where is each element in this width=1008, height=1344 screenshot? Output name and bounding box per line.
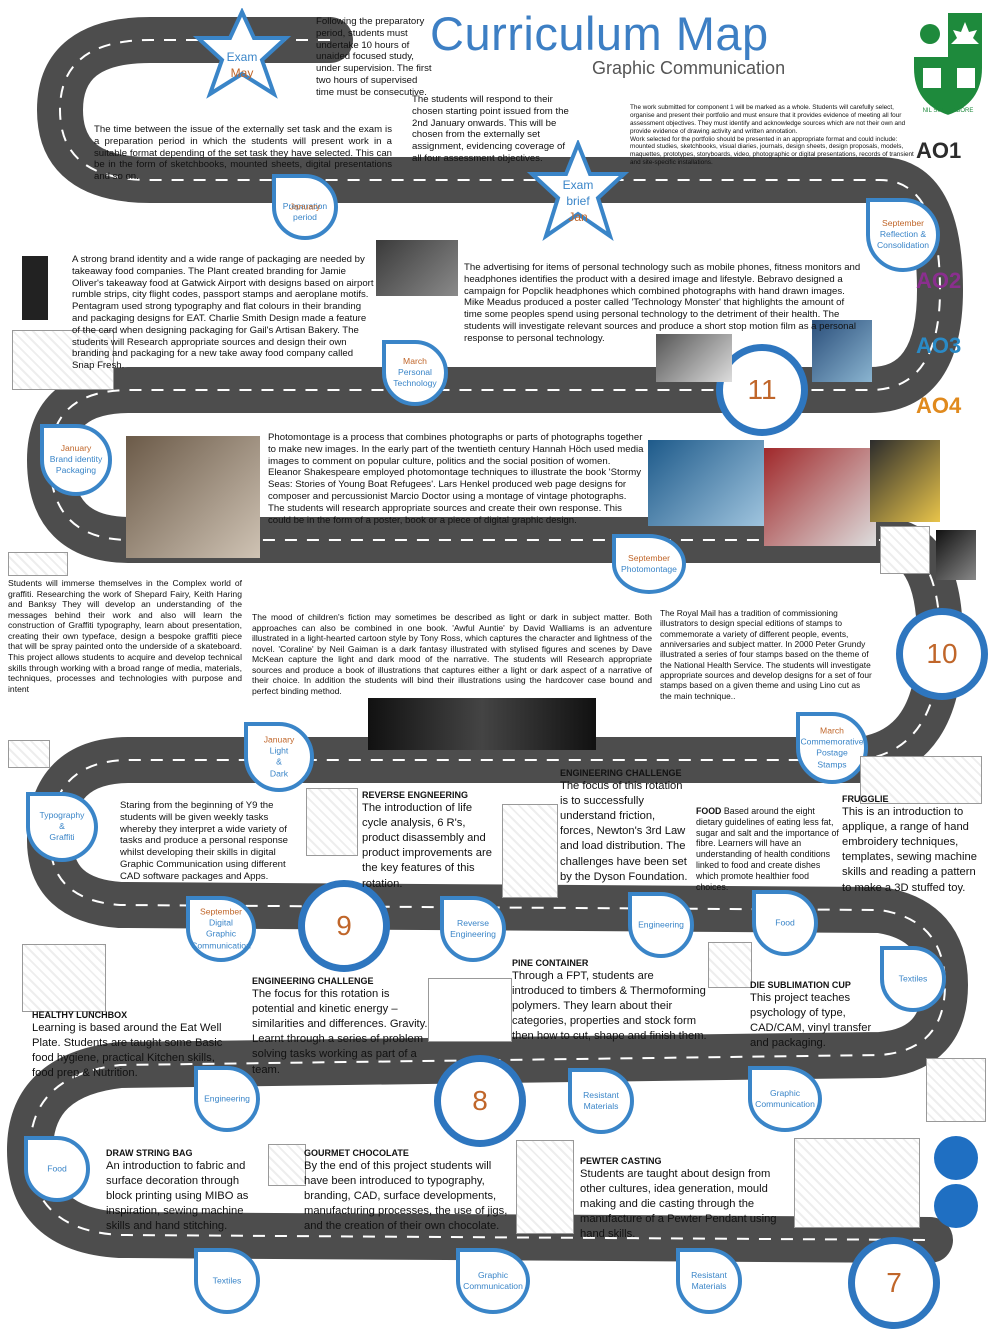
milestone-y7-engineering[interactable]: Engineering: [194, 1066, 260, 1132]
text-brand-identity: A strong brand identity and a wide range…: [72, 254, 374, 372]
block-fruggle: FRUGGLIE This is an introduction to appl…: [842, 794, 977, 894]
photo-montage-red: [764, 448, 876, 546]
sketch-fruggle: [860, 756, 982, 804]
block-pewter-casting: PEWTER CASTING Students are taught about…: [580, 1156, 777, 1241]
text-light-dark: The mood of children's fiction may somet…: [252, 612, 652, 696]
block-engineering-challenge: ENGINEERING CHALLENGE The focus of this …: [560, 768, 688, 883]
block-reverse-engineering: REVERSE ENGNEERING The introduction of l…: [362, 790, 492, 890]
year-9-circle: 9: [298, 880, 390, 972]
ao3-block: AO3: [916, 333, 962, 358]
sketch-heart: [880, 526, 930, 574]
text-preparation-period: Following the preparatory period, studen…: [316, 16, 432, 98]
ao4-block: AO4: [916, 393, 962, 418]
safety-gloves-icon: [934, 1136, 978, 1180]
the-plant-logo: [22, 256, 48, 320]
text-graffiti: Students will immerse themselves in the …: [8, 578, 242, 694]
exam-may-star: Exam May: [192, 7, 292, 108]
photo-stamp: [936, 530, 976, 580]
text-y9-digital: Staring from the beginning of Y9 the stu…: [120, 800, 288, 882]
text-component-1: The work submitted for component 1 will …: [630, 104, 914, 167]
block-healthy-lunchbox: HEALTHY LUNCHBOX Learning is based aroun…: [32, 1010, 223, 1080]
photo-robot: [812, 320, 872, 382]
ao2-block: AO2: [916, 268, 962, 293]
block-engineering-challenge-2: ENGINEERING CHALLENGE The focus for this…: [252, 976, 428, 1076]
milestone-y7-food[interactable]: Food: [24, 1136, 90, 1202]
exam-brief-star: Exam brief Jan: [526, 138, 630, 252]
block-pine-container: PINE CONTAINER Through a FPT, students a…: [512, 958, 707, 1043]
safety-goggles-icon: [934, 1184, 978, 1228]
graph-energy: [428, 978, 512, 1042]
page-subtitle: Graphic Communication: [592, 58, 786, 78]
text-royal-mail: The Royal Mail has a tradition of commis…: [660, 608, 872, 701]
year-10-circle: 10: [896, 608, 988, 700]
sketch-skateboard: [8, 740, 50, 768]
year-7-circle: 7: [848, 1237, 940, 1329]
school-crest: NIL SINE LABORE: [909, 8, 987, 120]
photo-tech-monster: [656, 334, 732, 382]
block-gourmet-chocolate: GOURMET CHOCOLATE By the end of this pro…: [304, 1148, 508, 1233]
milestone-y9-typography[interactable]: Typography&Graffiti: [26, 792, 98, 862]
sketch-beautiful: [926, 1058, 986, 1122]
page-title: Curriculum Map: [430, 7, 769, 60]
milestone-y8-engineering[interactable]: Engineering: [628, 892, 694, 958]
milestone-y7-textiles[interactable]: Textiles: [194, 1248, 260, 1314]
photo-plant-branding: [376, 240, 458, 296]
photo-stormy-seas: [648, 440, 764, 526]
photo-we-can-do-it: [870, 440, 940, 522]
milestone-y8-textiles[interactable]: Textiles: [880, 946, 946, 1012]
ao1-block: AO1: [916, 138, 962, 163]
crest-motto: NIL SINE LABORE: [922, 108, 974, 114]
block-food: FOOD Based around the eight dietary guid…: [696, 806, 839, 892]
sketch-face: [306, 788, 358, 856]
photo-hoch-montage: [126, 436, 260, 558]
sketch-lunchbox: [22, 944, 106, 1012]
milestone-y8-food[interactable]: Food: [752, 890, 818, 956]
sketch-cups: [708, 942, 752, 988]
sketch-engineering: [502, 804, 558, 898]
sketch-pewter: [794, 1138, 920, 1228]
sketch-panda: [268, 1144, 306, 1186]
block-die-sublimation: DIE SUBLIMATION CUP This project teaches…: [750, 980, 872, 1050]
text-photomontage: Photomontage is a process that combines …: [268, 432, 644, 526]
year-11-circle: 11: [716, 344, 808, 436]
block-draw-string-bag: DRAW STRING BAG An introduction to fabri…: [106, 1148, 249, 1233]
text-personal-technology: The advertising for items of personal te…: [464, 262, 861, 344]
sketch-food-packaging: [12, 330, 114, 390]
sketch-graffiti-logo: [8, 552, 68, 576]
text-exam-preparation: The time between the issue of the extern…: [94, 124, 392, 183]
text-exam-brief: The students will respond to their chose…: [412, 94, 569, 164]
sketch-chocolates: [516, 1140, 574, 1234]
year-8-circle: 8: [434, 1055, 526, 1147]
photo-dark-illustrations: [368, 698, 596, 750]
